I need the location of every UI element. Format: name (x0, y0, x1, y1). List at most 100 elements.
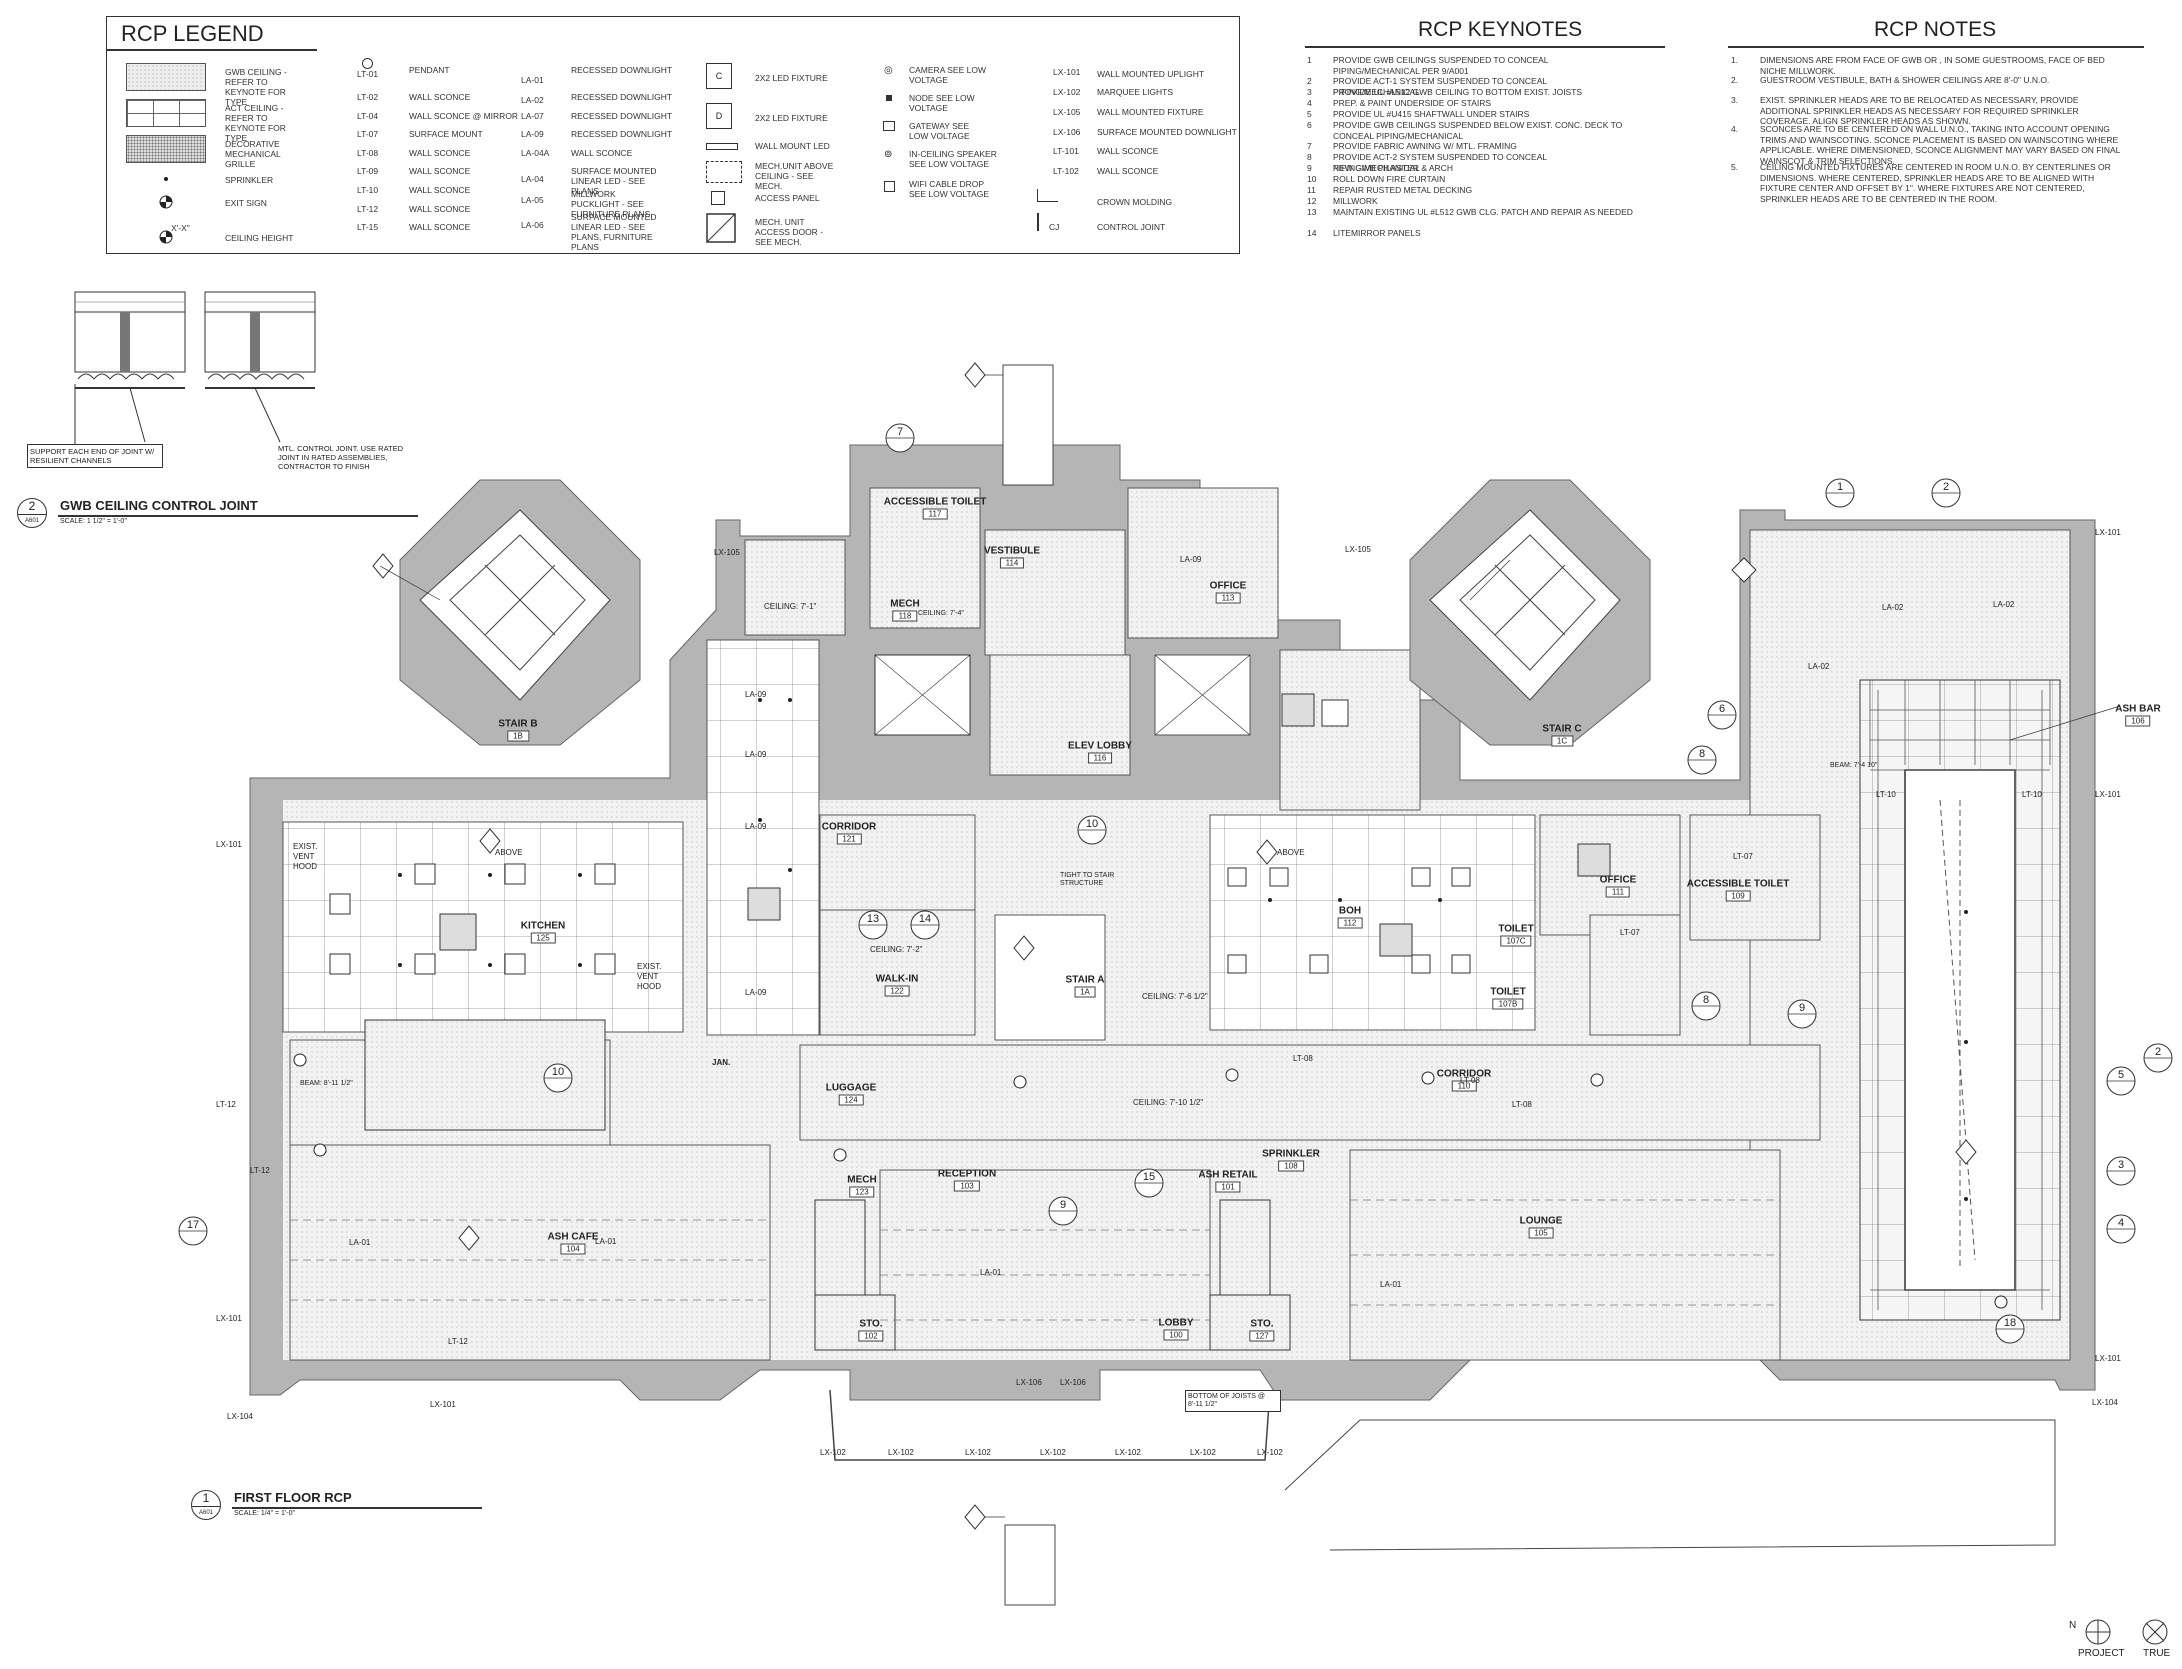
keynote-number: 4 (1307, 98, 1312, 108)
room-number: 110 (1451, 1080, 1477, 1092)
keynotes-rule (1305, 46, 1665, 48)
lx101-tag-5: LX-101 (216, 1314, 242, 1323)
legend-lt07-code: LT-07 (357, 129, 379, 139)
drawing-1-scale: SCALE: 1/4" = 1'-0" (234, 1510, 295, 1517)
legend-lx105-code: LX-105 (1053, 107, 1081, 117)
room-name: KITCHEN (520, 920, 566, 932)
lx101-tag-3: LX-101 (2095, 1354, 2121, 1363)
legend-lt01-code: LT-01 (357, 69, 379, 79)
room-number: 100 (1163, 1329, 1189, 1341)
la01-tag-3: LA-01 (980, 1268, 1002, 1277)
crown-molding-icon (1037, 189, 1058, 202)
legend-gwb-label: GWB CEILING - REFER TO KEYNOTE FOR TYPE (225, 67, 287, 107)
room-name: STO. (859, 1318, 883, 1330)
legend-lx101-label: WALL MOUNTED UPLIGHT (1097, 69, 1205, 79)
la01-tag-1: LA-01 (349, 1238, 371, 1247)
room-name: LUGGAGE (825, 1082, 877, 1094)
room-name: ACCESSIBLE TOILET (883, 496, 987, 508)
beam-label-1: BEAM: 8'-11 1/2" (300, 1080, 353, 1087)
lx102-tag-4: LX-102 (1040, 1448, 1066, 1457)
legend-lx105-label: WALL MOUNTED FIXTURE (1097, 107, 1204, 117)
lt08-tag-1: LT-08 (1460, 1076, 1480, 1085)
legend-la06-label: SURFACE MOUNTED LINEAR LED - SEE PLANS, … (571, 212, 657, 252)
legend-lx101-code: LX-101 (1053, 67, 1081, 77)
la01-tag-2: LA-01 (595, 1237, 617, 1246)
legend-exit-label: EXIT SIGN (225, 198, 267, 208)
mech-unit-icon (706, 161, 742, 183)
legend-lt101-code: LT-101 (1053, 146, 1079, 156)
keynote-number: 9 (1307, 163, 1312, 173)
note-number: 1. (1731, 55, 1739, 65)
keynote-number: 11 (1307, 185, 1316, 195)
legend-la09-code: LA-09 (521, 129, 544, 139)
lt10-tag-1: LT-10 (1876, 790, 1896, 799)
la09-tag-5: LA-09 (1180, 555, 1202, 564)
keynote-text: PROVIDE FABRIC AWNING W/ MTL. FRAMING (1333, 141, 1517, 151)
room-name: BOH (1338, 905, 1362, 917)
legend-2x2-c-label: 2x2 LED FIXTURE (755, 73, 828, 83)
room-name: LOBBY (1158, 1317, 1194, 1329)
room-name: SPRINKLER (1262, 1148, 1320, 1160)
room-number: 107B (1492, 998, 1524, 1010)
legend-lt10-code: LT-10 (357, 185, 379, 195)
room-name: RECEPTION (937, 1168, 997, 1180)
control-joint-detail (74, 291, 316, 444)
legend-title: RCP LEGEND (121, 21, 264, 46)
room-number: 103 (954, 1180, 980, 1192)
drawing-1-title: FIRST FLOOR RCP (234, 1490, 352, 1505)
la02-tag-1: LA-02 (1808, 662, 1830, 671)
room-name: STAIR C (1542, 723, 1582, 735)
la01-tag-4: LA-01 (1380, 1280, 1402, 1289)
legend-lt02-label: WALL SCONCE (409, 92, 471, 102)
rcp-legend: RCP LEGEND GWB CEILING - REFER TO KEYNOT… (106, 16, 1240, 254)
keynote-number: 14 (1307, 228, 1317, 238)
room-name: ELEV LOBBY (1068, 740, 1132, 752)
room-name: TOILET (1490, 986, 1526, 998)
svg-text:14: 14 (919, 913, 931, 925)
legend-wifi-label: WIFI CABLE DROP SEE LOW VOLTAGE (909, 179, 989, 199)
lx106-tag-2: LX-106 (1060, 1378, 1086, 1387)
keynote-text: PROVIDE ACT-1 SYSTEM SUSPENDED TO CONCEA… (1333, 76, 1547, 97)
lt07-tag-2: LT-07 (1620, 928, 1640, 937)
room-name: CORRIDOR (1436, 1068, 1492, 1080)
project-north-label: PROJECT (2078, 1648, 2125, 1659)
lx105-tag-2: LX-105 (1345, 545, 1371, 554)
notes-title: RCP NOTES (1874, 18, 1997, 41)
room-name: ASH CAFE (547, 1231, 599, 1243)
keynote-number: 13 (1307, 207, 1317, 217)
legend-lt10-label: WALL SCONCE (409, 185, 471, 195)
room-name: OFFICE (1599, 874, 1637, 886)
legend-mech-unit-label: MECH.UNIT ABOVE CEILING - SEE MECH. (755, 161, 834, 191)
room-label: STO.127 (1249, 1319, 1275, 1342)
room-name: ASH RETAIL (1198, 1169, 1258, 1181)
legend-lt08-code: LT-08 (357, 148, 379, 158)
keynote-number: 1 (1307, 55, 1312, 65)
lx101-tag-2: LX-101 (2095, 790, 2121, 799)
lt07-tag-1: LT-07 (1733, 852, 1753, 861)
legend-mech-door-label: MECH. UNIT ACCESS DOOR - SEE MECH. (755, 217, 824, 247)
lx102-tag-5: LX-102 (1115, 1448, 1141, 1457)
legend-gateway-label: GATEWAY SEE LOW VOLTAGE (909, 121, 970, 141)
legend-2x2-d-label: 2x2 LED FIXTURE (755, 113, 828, 123)
legend-lt01-label: PENDANT (409, 65, 450, 75)
ceiling-height-symbol: X'-X" (171, 223, 190, 233)
north-n-label: N (2069, 1620, 2077, 1631)
keynote-text: PROVIDE GWB CEILINGS SUSPENDED BELOW EXI… (1333, 120, 1623, 141)
legend-wall-led-label: WALL MOUNT LED (755, 141, 830, 151)
north-arrow-icons (2085, 1619, 2168, 1645)
keynotes-title: RCP KEYNOTES (1418, 18, 1583, 41)
legend-cj-code: CJ (1049, 222, 1060, 232)
legend-title-rule (107, 49, 317, 51)
keynote-text: ROLL DOWN FIRE CURTAIN (1333, 174, 1446, 184)
jan-label: JAN. (712, 1058, 731, 1067)
legend-la01-label: RECESSED DOWNLIGHT (571, 65, 673, 75)
detail-joint-note: MTL. CONTROL JOINT. USE RATED JOINT IN R… (278, 444, 404, 471)
